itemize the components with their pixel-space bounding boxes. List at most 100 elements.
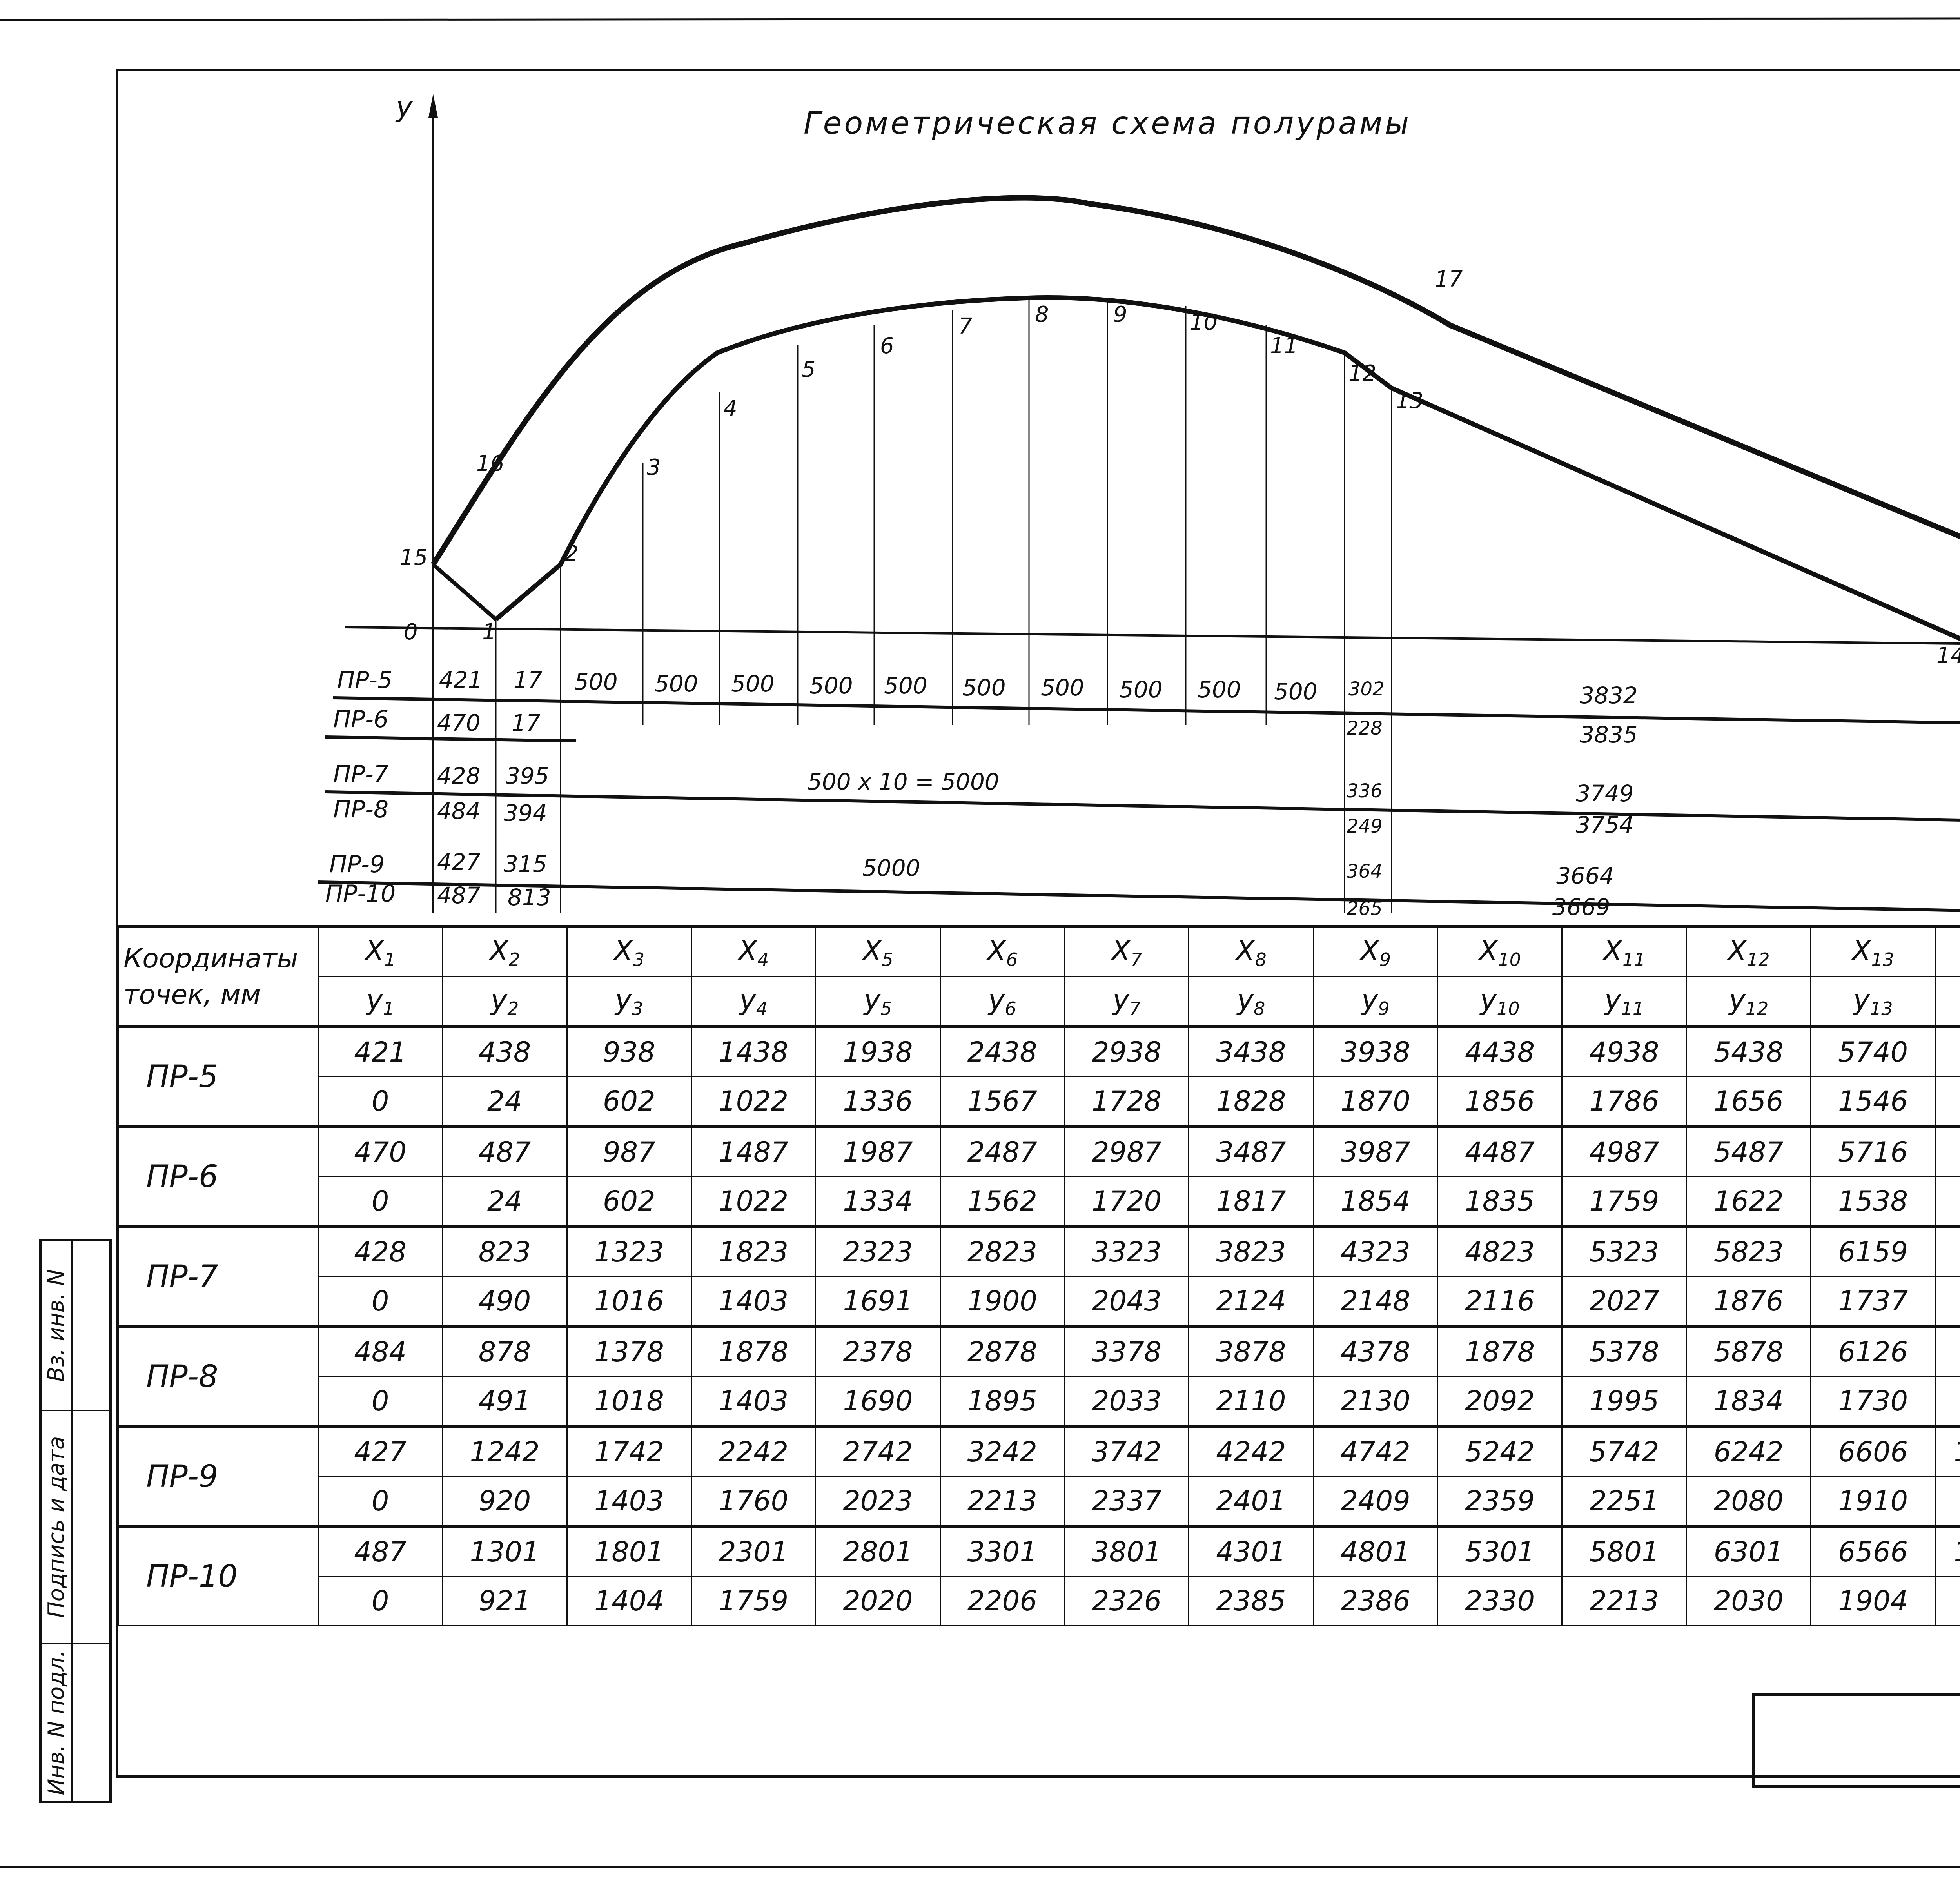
y-value-cell: 0 — [1935, 1176, 1960, 1227]
dim-row-label: ПР-6 — [333, 706, 389, 733]
x-header-index: 13 — [1871, 949, 1895, 970]
x-header-cell: X9 — [1312, 925, 1438, 977]
row-profile-label: ПР-7 — [118, 1225, 319, 1327]
y-value-cell: 0 — [317, 1576, 443, 1626]
y-value-cell: 1016 — [566, 1276, 692, 1327]
y-value-cell: 1904 — [1810, 1576, 1936, 1626]
dim-value: 500 — [574, 668, 618, 695]
x-header-letter: X — [987, 934, 1006, 967]
y-header-letter: y — [1853, 983, 1870, 1016]
x-value-cell: 5438 — [1686, 1025, 1811, 1077]
y-value-cell: 0 — [1935, 1576, 1960, 1626]
x-value-cell: 6242 — [1686, 1425, 1811, 1477]
dim-value: 500 — [809, 672, 853, 699]
x-value-cell: 9908 — [1935, 1225, 1960, 1277]
x-value-cell: 1487 — [690, 1125, 817, 1177]
y-header-index: 10 — [1497, 998, 1520, 1019]
y-value-cell: 0 — [1935, 1376, 1960, 1427]
y-value-cell: 1336 — [815, 1076, 941, 1127]
x-header-index: 4 — [757, 949, 769, 970]
y-header-cell: y3 — [566, 976, 692, 1027]
x-value-cell: 487 — [442, 1125, 568, 1177]
table-corner-label: Координаты точек, мм — [118, 925, 319, 1027]
dim-value: 3669 — [1552, 894, 1610, 920]
x-value-cell: 1378 — [566, 1325, 692, 1377]
x-value-cell: 5242 — [1437, 1425, 1563, 1477]
y-header-cell: y9 — [1312, 976, 1438, 1027]
y-value-cell: 1022 — [690, 1176, 817, 1227]
dim-value: 302 — [1348, 678, 1385, 700]
x-header-letter: X — [1479, 934, 1498, 967]
dim-value: 394 — [504, 800, 547, 826]
y-value-cell: 921 — [442, 1576, 568, 1626]
drawing-frame — [116, 69, 1960, 1778]
x-value-cell: 4742 — [1312, 1425, 1438, 1477]
y-header-cell: y6 — [939, 976, 1065, 1027]
point-label: 14 — [1936, 643, 1960, 668]
x-value-cell: 428 — [317, 1225, 443, 1277]
y-header-letter: y — [366, 983, 383, 1016]
x-value-cell: 823 — [442, 1225, 568, 1277]
y-header-cell: y11 — [1561, 976, 1687, 1027]
x-value-cell: 1801 — [566, 1525, 692, 1577]
y-header-cell: y10 — [1437, 976, 1563, 1027]
x-value-cell: 3323 — [1063, 1225, 1190, 1277]
x-value-cell: 1938 — [815, 1025, 941, 1077]
y-header-cell: y2 — [442, 976, 568, 1027]
x-value-cell: 2301 — [690, 1525, 817, 1577]
corner-label-line2: точек, мм — [123, 979, 261, 1010]
y-value-cell: 1759 — [1561, 1176, 1687, 1227]
y-value-cell: 1622 — [1686, 1176, 1811, 1227]
y-value-cell: 2401 — [1188, 1476, 1314, 1527]
y-value-cell: 2130 — [1312, 1376, 1438, 1427]
x-value-cell: 427 — [317, 1425, 443, 1477]
y-header-cell: y14 — [1935, 976, 1960, 1027]
inner-contour — [494, 295, 1960, 641]
x-header-cell: X4 — [690, 925, 817, 977]
y-value-cell: 2116 — [1437, 1276, 1563, 1327]
y-value-cell: 1828 — [1188, 1076, 1314, 1127]
x-value-cell: 3938 — [1312, 1025, 1438, 1077]
x-value-cell: 3742 — [1063, 1425, 1190, 1477]
dim-value: 249 — [1347, 815, 1383, 837]
dim-value: 265 — [1347, 898, 1383, 920]
y-value-cell: 1737 — [1810, 1276, 1936, 1327]
y-header-letter: y — [1237, 983, 1254, 1016]
y-value-cell: 2359 — [1437, 1476, 1563, 1527]
dim-value: 3664 — [1556, 862, 1614, 889]
y-value-cell: 1834 — [1686, 1376, 1811, 1427]
left-end-cap — [432, 563, 497, 621]
y-value-cell: 2043 — [1063, 1276, 1190, 1327]
x-value-cell: 2323 — [815, 1225, 941, 1277]
x-value-cell: 1987 — [815, 1125, 941, 1177]
point-label: 12 — [1348, 361, 1377, 386]
y-value-cell: 1656 — [1686, 1076, 1811, 1127]
x-header-index: 5 — [882, 949, 893, 970]
dim-value: 500 — [962, 674, 1006, 701]
dim-value: 428 — [437, 762, 481, 789]
point-label: 4 — [723, 396, 737, 421]
x-value-cell: 6566 — [1810, 1525, 1936, 1577]
x-value-cell: 3801 — [1063, 1525, 1190, 1577]
y-value-cell: 1403 — [566, 1476, 692, 1527]
x-value-cell: 4487 — [1437, 1125, 1563, 1177]
y-header-letter: y — [1729, 983, 1746, 1016]
y-value-cell: 24 — [442, 1076, 568, 1127]
x-value-cell: 4438 — [1437, 1025, 1563, 1077]
y-value-cell: 1730 — [1810, 1376, 1936, 1427]
x-header-letter: X — [1360, 934, 1379, 967]
y-value-cell: 1334 — [815, 1176, 941, 1227]
dim-row-label: ПР-8 — [333, 796, 389, 823]
y-header-letter: y — [1361, 983, 1378, 1016]
x-value-cell: 6126 — [1810, 1325, 1936, 1377]
x-value-cell: 1823 — [690, 1225, 817, 1277]
y-value-cell: 2023 — [815, 1476, 941, 1527]
dim-value: 500 — [1274, 678, 1318, 705]
x-value-cell: 4823 — [1437, 1225, 1563, 1277]
